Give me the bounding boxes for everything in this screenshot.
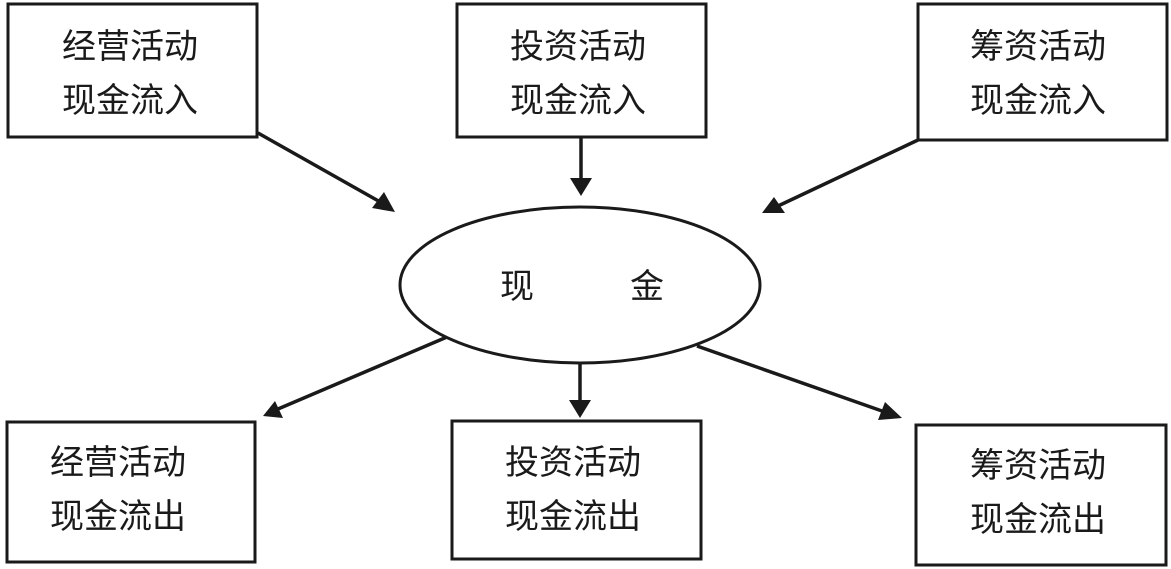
node-operating-outflow: 经营活动 现金流出 [5, 420, 257, 564]
arrowhead-icon [878, 402, 902, 420]
node-financing-outflow: 筹资活动 现金流出 [914, 423, 1168, 567]
node-operating-inflow: 经营活动 现金流入 [6, 2, 259, 139]
cash-label-char: 金 [630, 267, 664, 307]
arrowhead-icon [569, 400, 591, 418]
label-line: 筹资活动 [970, 27, 1106, 67]
box-investing-inflow [455, 2, 708, 139]
edges [257, 131, 919, 420]
edge-financing-inflow [777, 138, 919, 208]
node-investing-inflow: 投资活动 现金流入 [455, 2, 708, 139]
label-line: 现金流入 [970, 81, 1106, 121]
label-line: 现金流入 [510, 81, 646, 121]
node-cash: 现 金 [398, 205, 762, 365]
arrowhead-icon [263, 401, 283, 418]
label-line: 现金流出 [970, 500, 1106, 540]
arrowhead-icon [570, 178, 592, 196]
cash-label-char: 现 [500, 267, 534, 307]
cash-ellipse [398, 205, 762, 365]
box-operating-outflow [5, 420, 257, 564]
label-line: 经营活动 [62, 27, 198, 67]
node-financing-inflow: 筹资活动 现金流入 [916, 2, 1169, 142]
label-line: 投资活动 [505, 443, 641, 483]
label-line: 投资活动 [510, 27, 646, 67]
label-line: 经营活动 [50, 443, 186, 483]
edge-financing-outflow [696, 344, 883, 413]
edge-operating-outflow [277, 335, 448, 411]
label-line: 现金流入 [62, 81, 198, 121]
label-line: 现金流出 [505, 497, 641, 537]
node-investing-outflow: 投资活动 现金流出 [450, 419, 703, 561]
arrowhead-icon [762, 197, 785, 213]
box-financing-inflow [916, 2, 1169, 142]
edge-operating-inflow [257, 131, 383, 205]
box-investing-outflow [450, 419, 703, 561]
label-line: 现金流出 [50, 497, 186, 537]
label-line: 筹资活动 [970, 446, 1106, 486]
box-financing-outflow [914, 423, 1168, 567]
box-operating-inflow [6, 2, 259, 139]
arrowhead-icon [372, 192, 395, 212]
